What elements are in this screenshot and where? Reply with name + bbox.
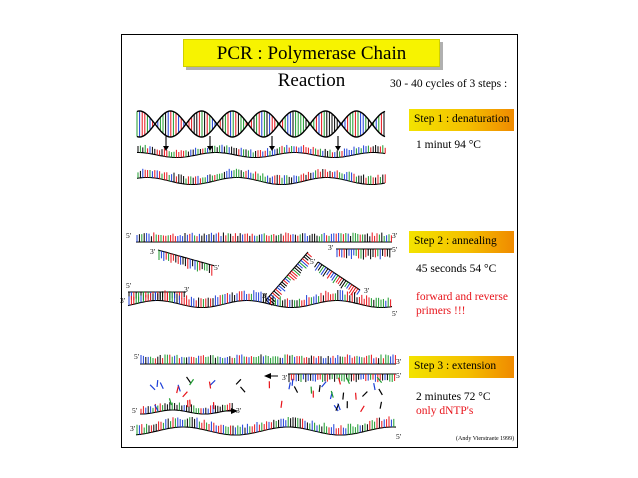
end-label: 3' xyxy=(236,406,242,415)
end-label: 3' xyxy=(364,286,370,295)
primer-strand xyxy=(336,248,392,260)
end-label: 3' xyxy=(262,291,268,300)
template-strand xyxy=(136,232,392,243)
dna-strands xyxy=(127,110,397,436)
separated-strand xyxy=(136,168,386,186)
template-strand xyxy=(135,416,397,436)
end-label: 5' xyxy=(214,263,220,272)
end-label: 5' xyxy=(396,432,402,441)
end-label: 3' xyxy=(282,373,288,382)
end-label: 3' xyxy=(150,247,156,256)
end-label: 5' xyxy=(392,309,398,318)
step-1-detail: 1 minut 94 °C xyxy=(416,139,481,151)
floating-strand xyxy=(265,251,312,306)
end-label: 5' xyxy=(392,245,398,254)
double-helix xyxy=(136,110,386,138)
end-label: 5' xyxy=(310,257,316,266)
end-label: 5' xyxy=(396,371,402,380)
end-label: 3' xyxy=(130,424,136,433)
step-3-badge: Step 3 : extension xyxy=(409,356,514,378)
floating-strand xyxy=(314,261,361,296)
step-2-badge: Step 2 : annealing xyxy=(409,231,514,253)
template-strand xyxy=(127,289,393,309)
end-label: 5' xyxy=(126,231,132,240)
end-label: 5' xyxy=(134,352,140,361)
step-3-detail: 2 minutes 72 °C xyxy=(416,391,491,403)
free-nucleotides xyxy=(149,376,383,413)
end-label: 3' xyxy=(328,243,334,252)
end-label: 3' xyxy=(396,357,402,366)
step-1-badge: Step 1 : denaturation xyxy=(409,109,514,131)
cycles-subtitle: 30 - 40 cycles of 3 steps : xyxy=(390,78,508,90)
step-3-note: only dNTP's xyxy=(416,405,474,417)
end-label: 5' xyxy=(132,406,138,415)
end-label: 3' xyxy=(392,231,398,240)
page-title: PCR : Polymerase Chain Reaction xyxy=(183,39,440,91)
step-2-note-line-1: forward and reverse xyxy=(416,291,508,303)
strand-end-labels: 5' 3' 3' 5' 3' 5' 5' 3' 3' 5' 3' 3' 5' 5… xyxy=(120,231,402,441)
arrows xyxy=(163,136,341,414)
step-2-note-line-2: primers !!! xyxy=(416,305,466,317)
end-label: 3' xyxy=(120,296,126,305)
author-credit: (Andy Vierstraete 1999) xyxy=(456,436,515,442)
primer-strand xyxy=(157,249,215,276)
template-strand xyxy=(140,354,396,365)
extending-strand xyxy=(288,373,396,383)
step-2-detail: 45 seconds 54 °C xyxy=(416,263,497,275)
separated-strand xyxy=(137,144,386,159)
end-label: 3' xyxy=(184,285,190,294)
extending-strand xyxy=(140,402,235,415)
end-label: 5' xyxy=(126,281,132,290)
